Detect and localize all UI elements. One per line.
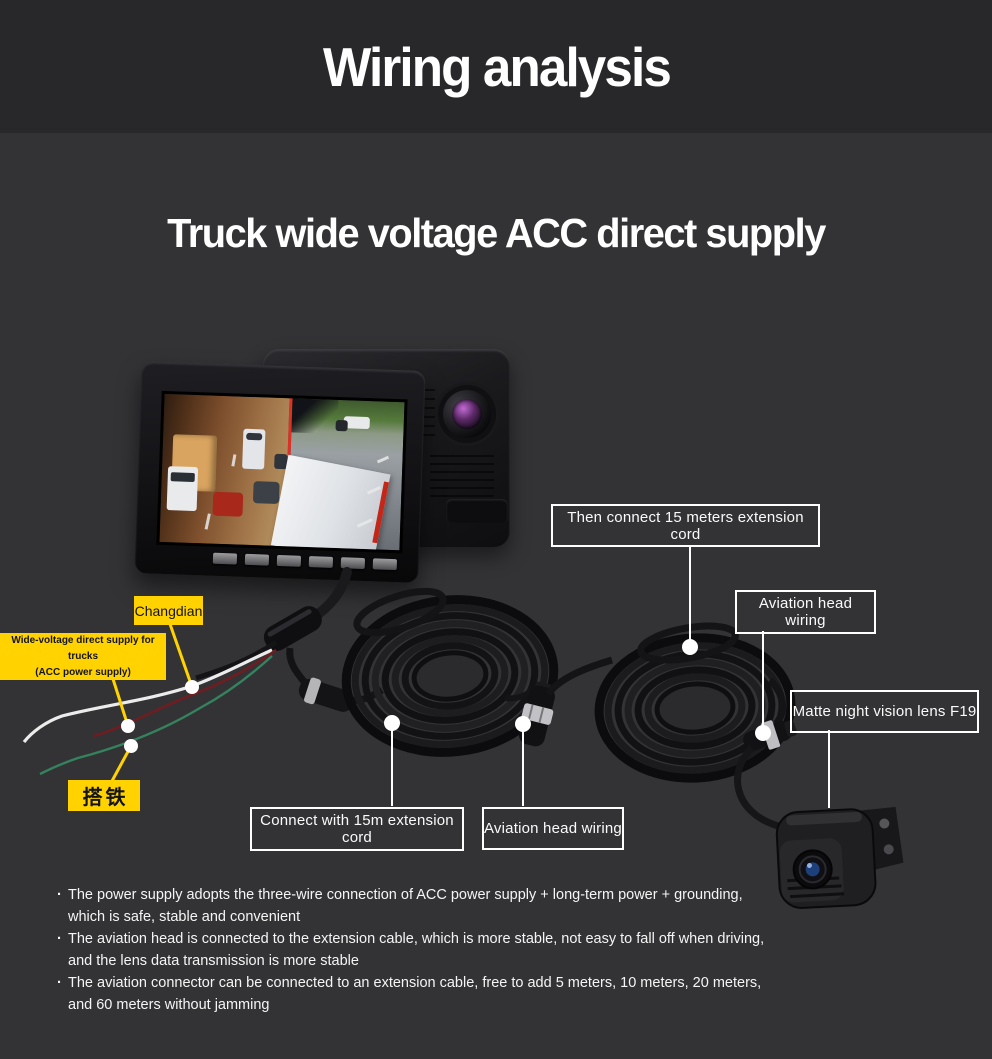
leader-wide-voltage (111, 678, 130, 727)
white-wire-acc (22, 648, 273, 744)
dot-changdian (185, 680, 199, 694)
dvr-lens-glass (452, 399, 482, 429)
aviation-connector-1 (298, 677, 354, 712)
bullet-power-supply: The power supply adopts the three-wire c… (57, 884, 777, 928)
callout-connect-15m-label: Connect with 15m extension cord (260, 812, 454, 846)
dvr-mount-tab (446, 499, 508, 523)
green-wire-ground (39, 655, 273, 776)
label-wide-voltage-line1: Wide-voltage direct supply for trucks (11, 634, 155, 662)
label-wide-voltage-line2: (ACC power supply) (35, 666, 131, 678)
camera-lens (792, 849, 833, 890)
cable-junction (263, 606, 322, 651)
camera (775, 806, 904, 909)
dot-aviation-bottom (515, 716, 531, 732)
coil2-right-tail (767, 677, 786, 727)
callout-aviation-bottom: Aviation head wiring (482, 807, 624, 850)
dot-aviation-top (755, 725, 771, 741)
camera-pigtail-cable (734, 745, 780, 830)
dot-wide-voltage (121, 719, 135, 733)
dvr-camera-lens (438, 385, 496, 443)
coil2-top-loop (637, 622, 739, 664)
black-wire (195, 639, 278, 681)
label-ground: 搭铁 (68, 780, 140, 811)
bullet-1-line-2: which is safe, stable and convenient (68, 909, 301, 925)
callout-connect-15m: Connect with 15m extension cord (250, 807, 464, 851)
label-changdian-text: Changdian (134, 602, 203, 619)
leader-changdian (168, 623, 194, 688)
callout-aviation-bottom-label: Aviation head wiring (484, 820, 622, 837)
dot-ground (124, 739, 138, 753)
junction-tail (286, 647, 309, 687)
label-changdian: Changdian (134, 596, 203, 625)
callout-then-connect-label: Then connect 15 meters extension cord (567, 508, 804, 543)
callout-then-connect: Then connect 15 meters extension cord (551, 504, 820, 547)
dot-connect-15m (384, 715, 400, 731)
feature-bullets: The power supply adopts the three-wire c… (57, 884, 777, 1016)
coil2-left-tail (545, 656, 613, 697)
bullet-3-line-1: The aviation connector can be connected … (68, 975, 762, 991)
label-ground-text: 搭铁 (82, 787, 129, 809)
callout-aviation-top: Aviation head wiring (735, 590, 876, 634)
bracket-screw (879, 818, 890, 829)
callout-matte-lens-label: Matte night vision lens F19 (792, 703, 977, 720)
bullet-3-line-2: and 60 meters without jamming (68, 997, 270, 1013)
bullet-aviation-connector: The aviation connector can be connected … (57, 972, 777, 1016)
callout-aviation-top-label: Aviation head wiring (758, 595, 853, 629)
section-title: Truck wide voltage ACC direct supply (167, 210, 826, 256)
bracket-screw (883, 844, 894, 855)
page-title: Wiring analysis (322, 35, 672, 98)
coil1-top-loop (353, 587, 447, 637)
bullet-2-line-2: and the lens data transmission is more s… (68, 953, 359, 969)
bullet-aviation-head: The aviation head is connected to the ex… (57, 928, 777, 972)
dot-then-connect (682, 639, 698, 655)
wiring-diagram (22, 545, 904, 909)
dvr-speaker-grille (430, 455, 494, 501)
callout-matte-lens: Matte night vision lens F19 (790, 690, 979, 733)
bullet-1-line-1: The power supply adopts the three-wire c… (68, 887, 743, 903)
top-banner: Wiring analysis (0, 0, 992, 133)
label-wide-voltage: Wide-voltage direct supply for trucks (A… (0, 633, 166, 680)
bullet-2-line-1: The aviation head is connected to the ex… (68, 931, 765, 947)
